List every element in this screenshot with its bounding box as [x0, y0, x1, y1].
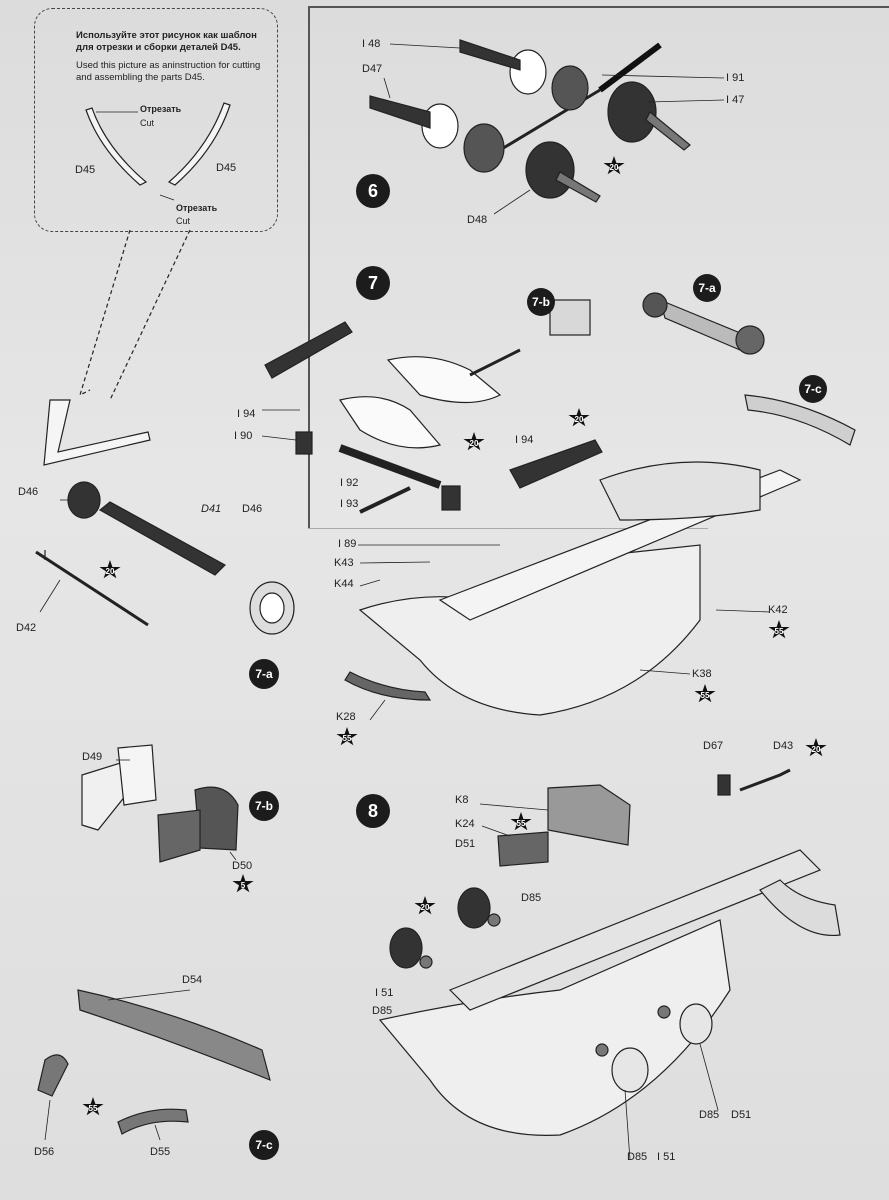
template-note-ru: Используйте этот рисунок как шаблон для … [76, 30, 257, 53]
step-7c-ref-marker: 7-c [799, 375, 827, 403]
frame-left-line [308, 6, 310, 528]
step-7-marker: 7 [356, 266, 390, 300]
step-7c-marker: 7-c [249, 1130, 279, 1160]
step-7b-ref-marker: 7-b [527, 288, 555, 316]
label-k38: K38 [692, 668, 712, 680]
cut-label-en-bottom: Cut [176, 216, 191, 226]
label-i48: I 48 [362, 38, 381, 50]
label-i90: I 90 [234, 430, 253, 442]
label-i89: I 89 [338, 538, 357, 550]
label-i51-bottom: I 51 [657, 1151, 676, 1163]
frame-mid-line [308, 528, 708, 529]
label-d50: D50 [232, 860, 253, 872]
cut-label-en-top: Cut [140, 118, 155, 128]
label-k44: K44 [334, 578, 354, 590]
template-bubble [34, 8, 278, 232]
cut-label-ru-top: Отрезать [140, 104, 182, 114]
label-k43: K43 [334, 557, 354, 569]
label-i94-left: I 94 [237, 408, 256, 420]
label-d85-right: D85 [699, 1109, 720, 1121]
step-7b-marker: 7-b [249, 791, 279, 821]
template-d45-right: D45 [216, 162, 237, 174]
label-d85-top: D85 [521, 892, 542, 904]
step-6-marker: 6 [356, 174, 390, 208]
label-d41: D41 [201, 503, 222, 515]
cut-label-ru-bottom: Отрезать [176, 203, 218, 213]
template-note-en: Used this picture as aninstruction for c… [76, 60, 261, 83]
label-d43: D43 [773, 740, 794, 752]
label-d54: D54 [182, 974, 203, 986]
label-d46-top: D46 [18, 486, 39, 498]
label-d85-bottom: D85 [627, 1151, 648, 1163]
label-d47: D47 [362, 63, 383, 75]
label-k28: K28 [336, 711, 356, 723]
label-i51-left: I 51 [375, 987, 394, 999]
label-d48: D48 [467, 214, 488, 226]
label-d46-right: D46 [242, 503, 263, 515]
label-d51-right: D51 [731, 1109, 752, 1121]
label-d42: D42 [16, 622, 37, 634]
label-d49: D49 [82, 751, 103, 763]
label-k42: K42 [768, 604, 788, 616]
label-d67: D67 [703, 740, 724, 752]
label-d85-left: D85 [372, 1005, 393, 1017]
frame-top-line [308, 6, 889, 8]
label-d51-top: D51 [455, 838, 476, 850]
label-i94-right: I 94 [515, 434, 534, 446]
label-d55: D55 [150, 1146, 171, 1158]
label-i92: I 92 [340, 477, 359, 489]
step-7a-ref-marker: 7-a [693, 274, 721, 302]
label-i93: I 93 [340, 498, 359, 510]
template-d45-left: D45 [75, 164, 96, 176]
label-i47: I 47 [726, 94, 745, 106]
label-k8: K8 [455, 794, 469, 806]
step-7a-marker: 7-a [249, 659, 279, 689]
step-8-marker: 8 [356, 794, 390, 828]
label-i91: I 91 [726, 72, 745, 84]
label-d56: D56 [34, 1146, 55, 1158]
label-k24: K24 [455, 818, 475, 830]
